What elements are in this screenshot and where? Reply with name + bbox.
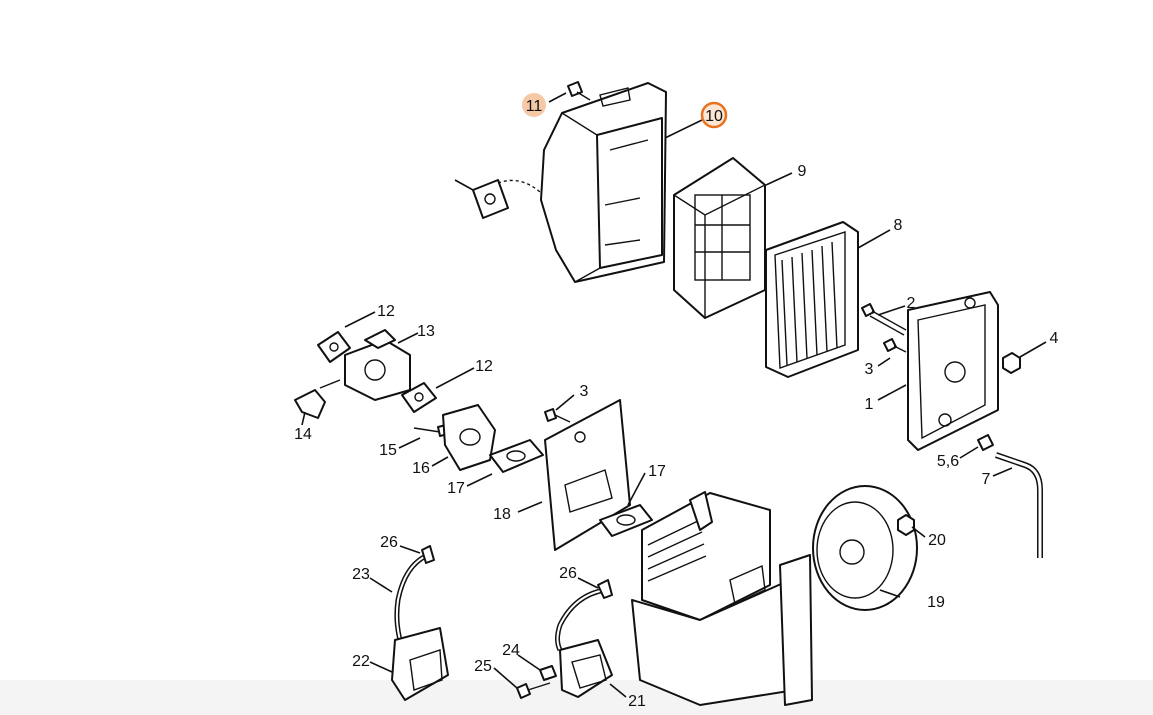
air-filter[interactable] (765, 221, 859, 378)
gasket-icon (599, 504, 653, 537)
callout-25[interactable]: 25 (474, 658, 492, 675)
callout-23[interactable]: 23 (352, 566, 370, 583)
selected-part-badge (700, 101, 728, 129)
callout-14[interactable]: 14 (294, 426, 312, 443)
callout-2[interactable]: 2 (907, 295, 916, 312)
washer-icon (539, 665, 557, 681)
screw-icon (544, 408, 571, 423)
callout-3[interactable]: 3 (580, 383, 589, 400)
callout-11[interactable]: 11 (522, 93, 546, 117)
callout-10[interactable]: 10 (700, 101, 728, 129)
callout-17[interactable]: 17 (447, 480, 465, 497)
ignition-lead-icon (394, 545, 435, 641)
callout-label: 10 (705, 108, 723, 125)
screw-icon (567, 81, 591, 101)
warning-label-icon (454, 179, 541, 219)
callout-3[interactable]: 3 (865, 361, 874, 378)
callout-1[interactable]: 1 (865, 396, 874, 413)
callout-12[interactable]: 12 (377, 303, 395, 320)
nut-icon (897, 514, 915, 536)
ignition-coil[interactable] (391, 627, 449, 701)
callout-7[interactable]: 7 (982, 471, 991, 488)
callout-20[interactable]: 20 (928, 532, 946, 549)
screw-icon (516, 682, 551, 699)
callout-12[interactable]: 12 (475, 358, 493, 375)
callout-13[interactable]: 13 (417, 323, 435, 340)
callout-26[interactable]: 26 (559, 565, 577, 582)
callout-22[interactable]: 22 (352, 653, 370, 670)
callout-5-6[interactable]: 5,6 (937, 453, 959, 470)
callout-8[interactable]: 8 (894, 217, 903, 234)
callout-19[interactable]: 19 (927, 594, 945, 611)
bolt-icon (861, 303, 907, 336)
gasket-icon (401, 382, 437, 413)
callout-17[interactable]: 17 (648, 463, 666, 480)
nut-icon (1002, 352, 1021, 374)
plug-icon (977, 434, 994, 451)
callout-21[interactable]: 21 (628, 693, 646, 710)
filter-base-plate[interactable] (907, 291, 999, 451)
callout-label: 11 (526, 98, 543, 115)
engine-cylinder[interactable] (631, 491, 813, 706)
callout-18[interactable]: 18 (493, 506, 511, 523)
ignition-module[interactable] (559, 639, 613, 698)
gasket-icon (317, 331, 351, 363)
leader-lines (301, 92, 1047, 698)
air-filter-cover[interactable] (540, 82, 667, 283)
callout-15[interactable]: 15 (379, 442, 397, 459)
callout-26[interactable]: 26 (380, 534, 398, 551)
callout-9[interactable]: 9 (798, 163, 807, 180)
choke-knob-icon (294, 389, 326, 419)
baffle-plate[interactable] (544, 399, 631, 551)
gasket-icon (489, 439, 544, 473)
callout-16[interactable]: 16 (412, 460, 430, 477)
hose-icon (995, 452, 1043, 558)
screw-icon (883, 338, 907, 353)
hovered-part-badge (522, 93, 546, 117)
callout-24[interactable]: 24 (502, 642, 520, 659)
pre-filter[interactable] (673, 157, 766, 319)
flywheel[interactable] (812, 485, 918, 611)
callout-4[interactable]: 4 (1050, 330, 1059, 347)
intake-flange[interactable] (442, 404, 496, 471)
ignition-lead-icon (555, 579, 613, 652)
